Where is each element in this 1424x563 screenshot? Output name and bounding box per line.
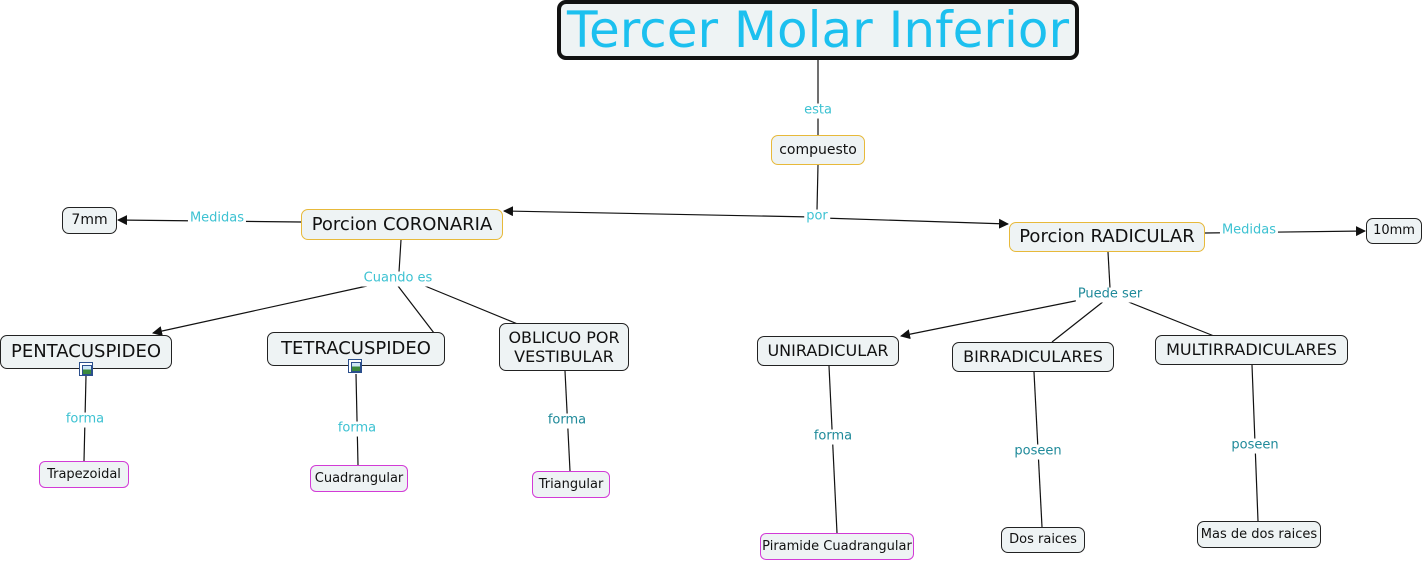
image-icon[interactable] [348, 359, 362, 373]
edge-cuando-penta [152, 285, 368, 336]
node-piramide-cuadrangular[interactable]: Piramide Cuadrangular [760, 533, 914, 560]
map-title[interactable]: Tercer Molar Inferior [557, 0, 1079, 60]
node-oblicuo-vestibular[interactable]: OBLICUO POR VESTIBULAR [499, 323, 629, 371]
node-mas-de-dos-raices[interactable]: Mas de dos raices [1197, 521, 1321, 548]
edge-tetra-cuadrangular [355, 373, 359, 466]
edge-cuando-oblicuo [424, 285, 521, 326]
link-label-forma-penta[interactable]: forma [63, 411, 107, 428]
node-oblicuo-line1: OBLICUO POR [508, 327, 620, 347]
node-10mm[interactable]: 10mm [1366, 218, 1422, 244]
node-uniradicular[interactable]: UNIRADICULAR [757, 336, 899, 366]
edge-por-radicular [821, 217, 1009, 229]
edge-uni-piramide [828, 365, 838, 534]
link-label-medidas-left[interactable]: Medidas [187, 210, 247, 227]
node-cuadrangular[interactable]: Cuadrangular [310, 465, 408, 492]
edge-puede-uni [900, 299, 1081, 340]
node-porcion-radicular[interactable]: Porcion RADICULAR [1009, 222, 1205, 252]
link-label-medidas-right[interactable]: Medidas [1219, 222, 1279, 239]
edge-radicular-puede [1107, 251, 1111, 289]
link-label-forma-uni[interactable]: forma [811, 428, 855, 445]
node-compuesto[interactable]: compuesto [771, 135, 865, 165]
link-label-cuando-es[interactable]: Cuando es [361, 270, 435, 287]
link-label-poseen-multi[interactable]: poseen [1229, 437, 1281, 454]
edge-compuesto-por [816, 164, 819, 211]
link-label-poseen-bi[interactable]: poseen [1012, 443, 1064, 460]
edge-coronaria-cuando [398, 239, 402, 273]
edge-puede-bi [1051, 300, 1105, 343]
node-porcion-coronaria[interactable]: Porcion CORONARIA [301, 209, 503, 240]
edge-por-coronaria [503, 206, 813, 218]
image-icon[interactable] [79, 362, 93, 376]
link-label-forma-oblicuo[interactable]: forma [545, 412, 589, 429]
node-7mm[interactable]: 7mm [62, 207, 117, 234]
edge-cuando-tetra [397, 285, 435, 334]
node-triangular[interactable]: Triangular [532, 471, 610, 498]
edge-puede-multi [1125, 300, 1215, 337]
link-label-forma-tetra[interactable]: forma [335, 420, 379, 437]
link-label-por[interactable]: por [804, 208, 830, 225]
node-dos-raices[interactable]: Dos raices [1001, 527, 1085, 553]
link-label-puede-ser[interactable]: Puede ser [1075, 286, 1145, 303]
node-oblicuo-line2: VESTIBULAR [514, 347, 614, 366]
node-trapezoidal[interactable]: Trapezoidal [39, 461, 129, 488]
link-label-esta[interactable]: esta [802, 102, 834, 119]
node-multirradiculares[interactable]: MULTIRRADICULARES [1155, 335, 1348, 365]
node-birradiculares[interactable]: BIRRADICULARES [952, 342, 1114, 372]
